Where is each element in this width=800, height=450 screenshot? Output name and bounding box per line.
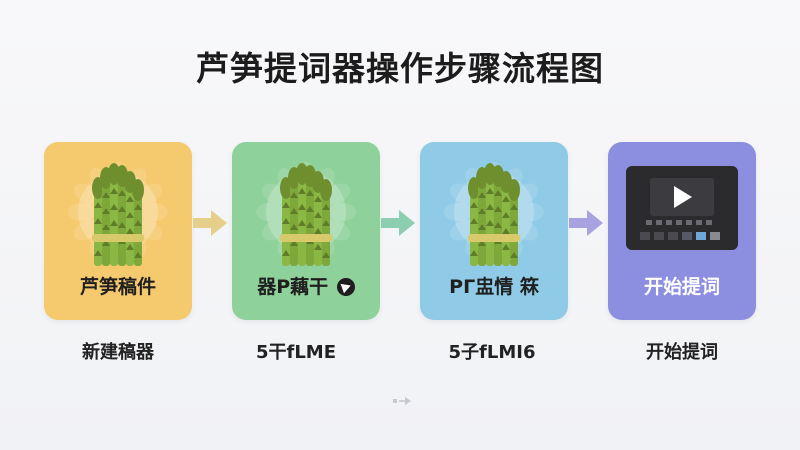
- arrow-right-icon: [393, 397, 411, 405]
- page-title: 芦笋提词器操作步骤流程图: [196, 49, 604, 88]
- step-label: 器P藕干: [232, 272, 380, 299]
- step-card-settings[interactable]: PГ盅情 箖: [420, 142, 568, 320]
- step-label: PГ盅情 箖: [449, 276, 539, 298]
- step-label: 芦笋稿件: [79, 276, 156, 298]
- step-caption: 5干fLME: [255, 342, 337, 363]
- step-label-text: 器P藕干: [257, 276, 329, 298]
- step-label: 开始提词: [643, 276, 720, 298]
- step-caption: 开始提词: [646, 342, 718, 363]
- send-icon: [336, 278, 355, 296]
- step-card-start[interactable]: 开始提词: [608, 142, 756, 320]
- step-card-draft[interactable]: 芦笋稿件: [44, 142, 192, 320]
- asparagus-icon: [68, 162, 168, 266]
- step-card-edit[interactable]: 器P藕干: [232, 142, 380, 320]
- arrow-right-icon: [381, 210, 415, 236]
- step-caption: 5子fLMI6: [448, 342, 536, 363]
- step-caption: 新建稿器: [82, 342, 154, 363]
- arrow-right-icon: [569, 210, 603, 236]
- video-play-icon: [626, 166, 738, 250]
- arrow-right-icon: [193, 210, 227, 236]
- asparagus-icon: [444, 162, 544, 266]
- asparagus-icon: [256, 162, 356, 266]
